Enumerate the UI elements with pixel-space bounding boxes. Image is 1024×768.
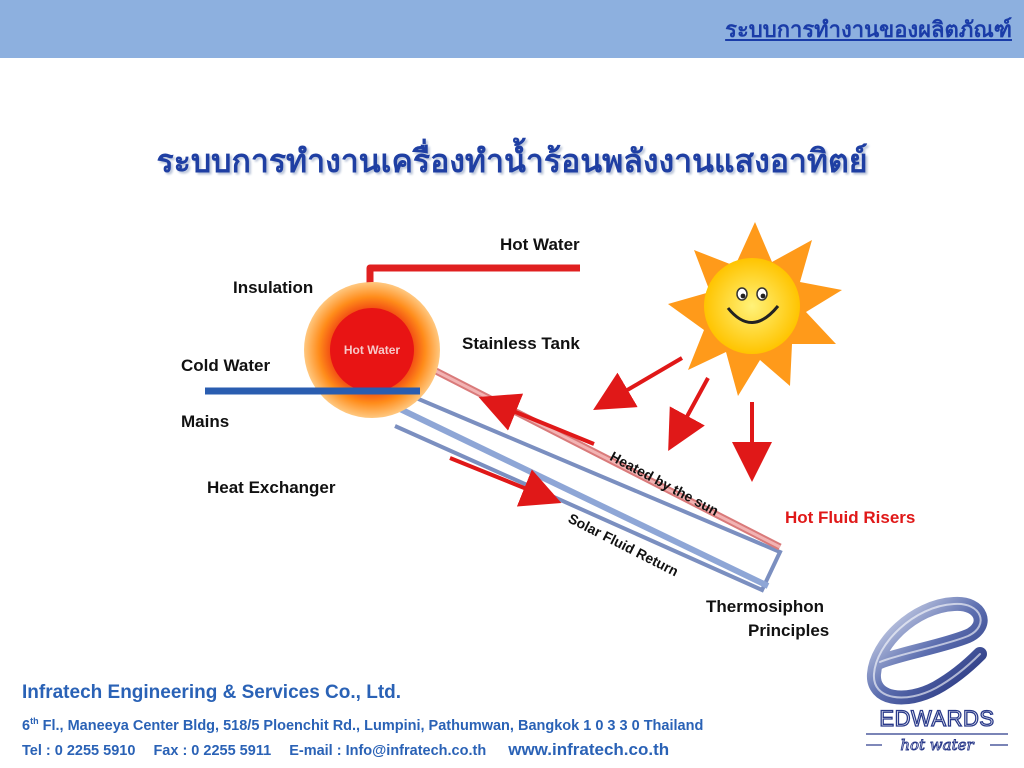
sun-ray-arrows: [593, 356, 772, 482]
footer-fax: Fax : 0 2255 5911: [153, 743, 272, 759]
address-text: Fl., Maneeya Center Bldg, 518/5 Ploenchi…: [38, 717, 704, 734]
footer-website[interactable]: www.infratech.co.th: [508, 740, 670, 759]
flow-arrows: [449, 393, 595, 507]
logo-tagline-text: hot water: [900, 736, 974, 754]
footer-tel: Tel : 0 2255 5910: [22, 743, 136, 759]
cold-water-label: Cold Water: [181, 356, 271, 375]
address-floor: 6: [22, 717, 31, 734]
storage-tank: [304, 282, 440, 418]
heat-exchanger-label: Heat Exchanger: [207, 478, 336, 497]
company-name: Infratech Engineering & Services Co., Lt…: [22, 682, 402, 703]
tank-core-label: Hot Water: [344, 343, 401, 357]
thermosiphon-label: Thermosiphon: [706, 597, 825, 616]
footer-email[interactable]: E-mail : Info@infratech.co.th: [289, 743, 487, 759]
stainless-tank-label: Stainless Tank: [462, 334, 580, 353]
solar-collector: [394, 364, 783, 593]
footer-contact: Tel : 0 2255 5910 Fax : 0 2255 5911 E-ma…: [22, 740, 669, 760]
address-floor-suffix: th: [30, 716, 39, 726]
footer-address: 6th Fl., Maneeya Center Bldg, 518/5 Ploe…: [22, 716, 703, 734]
slide-title: ระบบการทำงานเครื่องทำน้ำร้อนพลังงานแสงอา…: [156, 142, 868, 180]
hot-water-label: Hot Water: [500, 235, 580, 254]
insulation-label: Insulation: [233, 278, 314, 297]
principles-label: Principles: [748, 621, 830, 640]
header-title[interactable]: ระบบการทำงานของผลิตภัณฑ์: [725, 18, 1012, 43]
header-bar: ระบบการทำงานของผลิตภัณฑ์: [0, 0, 1024, 58]
hot-fluid-risers-label: Hot Fluid Risers: [785, 508, 916, 527]
logo-brand-text: EDWARDS: [879, 706, 994, 731]
mains-label: Mains: [181, 412, 230, 431]
edwards-logo: EDWARDS hot water: [866, 596, 1008, 754]
sun-icon: [668, 222, 842, 396]
